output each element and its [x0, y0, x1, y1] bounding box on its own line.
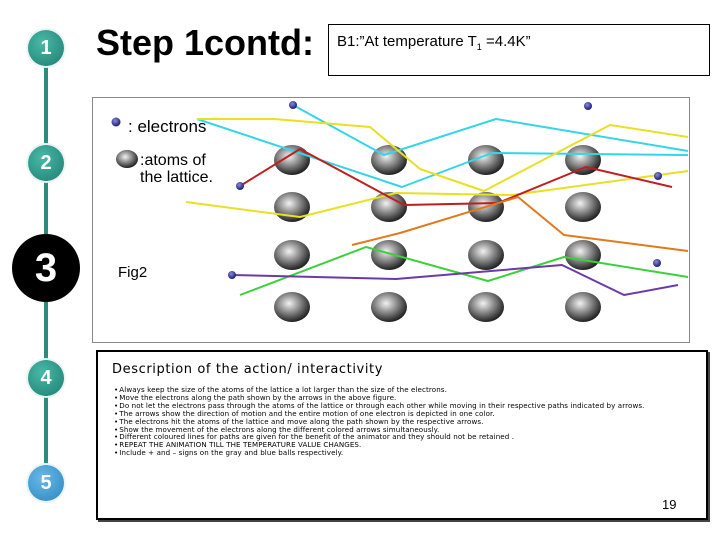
subtitle-text: B1:”At temperature T	[337, 33, 477, 50]
electron	[236, 182, 244, 190]
lattice-atom	[468, 292, 504, 322]
lattice-atom	[565, 240, 601, 270]
legend-electron-marker	[112, 118, 121, 127]
description-heading: Description of the action/ interactivity	[112, 362, 383, 377]
electron	[584, 102, 592, 110]
electron	[228, 271, 236, 279]
step-3-button-current[interactable]: 3	[12, 234, 80, 302]
subtitle-text-end: =4.4K”	[482, 33, 531, 50]
lattice-atom	[565, 292, 601, 322]
lattice-atom	[371, 240, 407, 270]
step-5-label: 5	[40, 472, 51, 495]
page-title: Step 1contd:	[96, 22, 314, 64]
step-2-label: 2	[40, 152, 51, 175]
electron	[653, 259, 661, 267]
step-3-label: 3	[35, 246, 57, 291]
lattice-atom	[565, 192, 601, 222]
legend-atoms-label: :atoms of the lattice.	[140, 152, 215, 186]
electron-path-arrow	[232, 265, 678, 295]
step-1-label: 1	[40, 37, 51, 60]
lattice-atom	[468, 240, 504, 270]
atoms-layer	[274, 145, 601, 322]
lattice-atom	[565, 145, 601, 175]
electron	[654, 172, 662, 180]
step-1-button[interactable]: 1	[28, 30, 64, 66]
step-4-button[interactable]: 4	[28, 360, 64, 396]
electron-path-arrow	[186, 171, 688, 217]
description-list: Always keep the size of the atoms of the…	[114, 386, 694, 457]
figure-label: Fig2	[118, 264, 147, 281]
legend-atom-marker	[116, 150, 138, 168]
legend-electrons-label: : electrons	[128, 117, 206, 137]
page-number: 19	[662, 497, 676, 512]
electron	[289, 101, 297, 109]
step-5-button[interactable]: 5	[28, 465, 64, 501]
description-item: Include + and – signs on the gray and bl…	[114, 449, 694, 457]
subtitle-box: B1:”At temperature T1 =4.4K”	[328, 24, 710, 76]
lattice-atom	[274, 240, 310, 270]
electron-paths-layer	[186, 105, 688, 295]
step-4-label: 4	[40, 367, 51, 390]
description-panel: Description of the action/ interactivity…	[96, 350, 708, 520]
lattice-atom	[371, 292, 407, 322]
step-2-button[interactable]: 2	[28, 145, 64, 181]
lattice-atom	[274, 292, 310, 322]
lattice-atom	[274, 192, 310, 222]
